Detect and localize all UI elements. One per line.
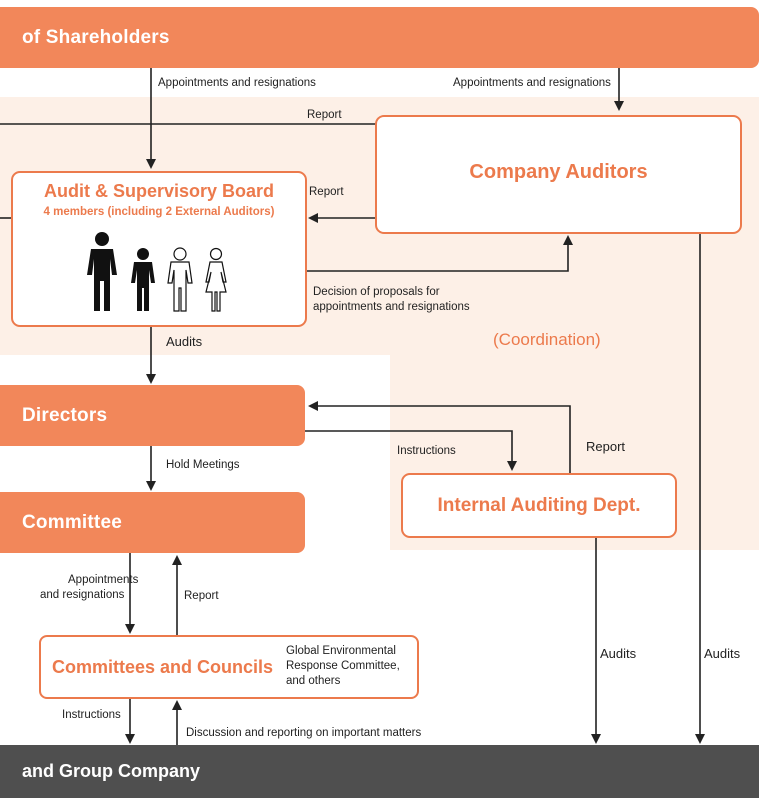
audit-board-title: Audit & Supervisory Board (43, 181, 275, 201)
report-label-internal: Report (586, 439, 626, 454)
group-company-label: and Group Company (22, 761, 201, 781)
councils-note-line1: Global Environmental (286, 645, 396, 657)
appointments-cc-line1: Appointments (68, 574, 139, 586)
directors-label: Directors (22, 404, 108, 426)
internal-auditing-box: Internal Auditing Dept. (401, 473, 677, 538)
report-label-board: Report (309, 186, 344, 198)
boy-icon (131, 248, 155, 311)
company-auditors-box: Company Auditors (375, 115, 742, 234)
committee-label: Committee (22, 511, 122, 533)
councils-note-line2: Response Committee, (286, 660, 400, 672)
decision-label-line1: Decision of proposals for (313, 286, 440, 298)
appointments-label-right: Appointments and resignations (453, 77, 611, 89)
company-auditors-title: Company Auditors (469, 161, 648, 183)
councils-note-line3: and others (286, 675, 341, 687)
committees-councils-box: Committees and Councils Global Environme… (39, 635, 419, 699)
shareholders-bar: of Shareholders (0, 7, 759, 68)
committee-bar: Committee (0, 492, 305, 553)
audit-board-subtitle: 4 members (including 2 External Auditors… (43, 206, 275, 218)
appointments-label-left: Appointments and resignations (158, 77, 316, 89)
report-label-cc: Report (184, 590, 219, 602)
committees-councils-title: Committees and Councils (52, 657, 274, 677)
instructions-label-internal: Instructions (397, 445, 456, 457)
woman-outline-icon (205, 247, 227, 312)
coordination-label: (Coordination) (493, 330, 601, 349)
appointments-cc-line2: and resignations (40, 589, 125, 601)
man-outline-icon (167, 247, 193, 312)
members-icons (87, 232, 227, 312)
decision-label-line2: appointments and resignations (313, 301, 470, 313)
report-label-top: Report (307, 109, 342, 121)
audits-label-company: Audits (704, 646, 741, 661)
audit-board-box: Audit & Supervisory Board 4 members (inc… (11, 171, 307, 327)
discussion-label: Discussion and reporting on important ma… (186, 727, 422, 739)
audits-label-internal: Audits (600, 646, 637, 661)
instructions-label-cc: Instructions (62, 709, 121, 721)
group-company-bar: and Group Company (0, 745, 759, 798)
hold-meetings-label: Hold Meetings (166, 459, 240, 471)
shareholders-label: of Shareholders (22, 26, 170, 48)
internal-auditing-title: Internal Auditing Dept. (437, 495, 641, 516)
directors-bar: Directors (0, 385, 305, 446)
audits-label-board: Audits (166, 334, 203, 349)
man-icon (87, 232, 117, 311)
